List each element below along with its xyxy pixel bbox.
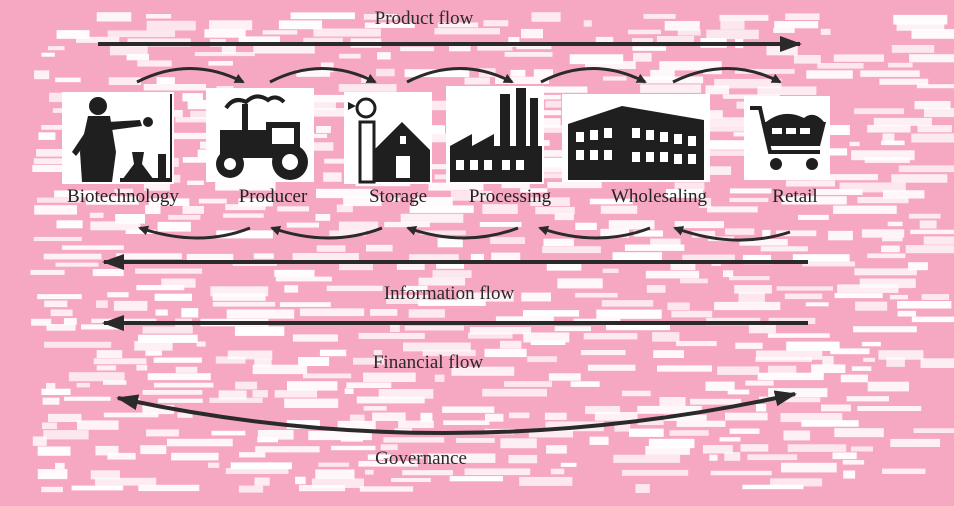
backward-arrow-2: [270, 225, 383, 240]
governance-arrow: [116, 390, 797, 436]
stage-label-biotechnology: Biotechnology: [67, 186, 179, 207]
governance-label: Governance: [375, 448, 467, 469]
forward-arrow-4: [540, 67, 647, 84]
backward-arrow-1: [138, 225, 251, 240]
warehouse-icon: [562, 94, 710, 182]
shopping-cart-icon: [744, 96, 830, 180]
backward-arrow-3: [406, 225, 519, 240]
paper-texture: [30, 12, 954, 493]
tractor-icon: [206, 88, 314, 182]
stage-label-retail: Retail: [772, 186, 818, 207]
factory-icon: [446, 86, 544, 184]
stage-label-processing: Processing: [468, 186, 552, 207]
stage-label-producer: Producer: [238, 186, 308, 207]
barn-silo-icon: [344, 92, 432, 184]
scientist-icon: [62, 92, 174, 184]
financial-flow-label: Financial flow: [372, 352, 484, 373]
stage-label-wholesaling: Wholesaling: [610, 186, 708, 207]
forward-arrow-1: [136, 67, 245, 84]
backward-arrow-5: [673, 226, 791, 242]
forward-arrow-5: [672, 67, 782, 84]
forward-step-arrows: [136, 67, 782, 84]
information-flow-label: Information flow: [383, 283, 515, 304]
backward-arrow-4: [538, 225, 651, 240]
product-flow-label: Product flow: [374, 8, 474, 29]
backward-step-arrows: [138, 225, 791, 242]
stage-label-storage: Storage: [368, 186, 428, 207]
forward-arrow-3: [406, 67, 514, 84]
forward-arrow-2: [269, 67, 377, 84]
